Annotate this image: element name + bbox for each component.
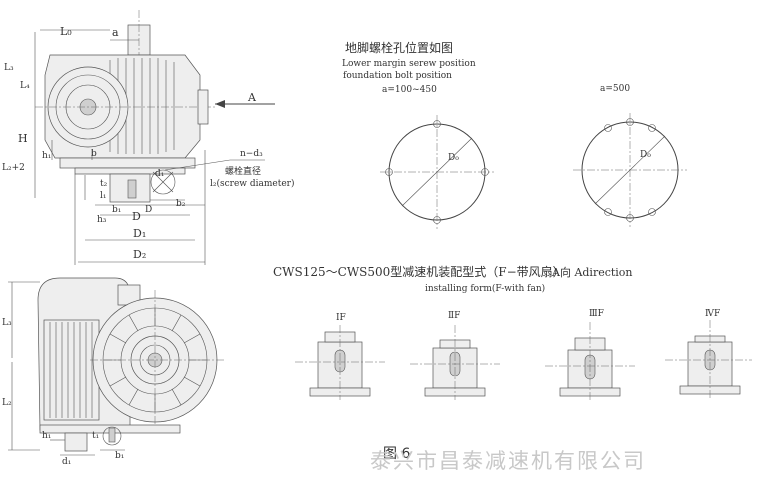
dim-h: H	[18, 132, 28, 145]
bottom-dim-b1: b₁	[115, 451, 124, 461]
callout-nd: n−d₃	[240, 149, 263, 159]
figure-label: 图 6	[383, 446, 410, 462]
bolt-left-label: a=100~450	[382, 85, 437, 95]
dim-l0: L₀	[60, 25, 72, 38]
form-label-4: ⅣF	[705, 309, 720, 319]
assembly-form-1	[295, 325, 385, 400]
form-label-2: ⅡF	[448, 311, 460, 321]
bolt-title-en2: foundation bolt position	[343, 71, 452, 81]
dim-d1-small: d₁	[155, 169, 164, 179]
assembly-form-4	[665, 320, 752, 400]
dim-D2: D₂	[133, 248, 146, 261]
callout-en: l₂(screw diameter)	[210, 178, 294, 189]
bottom-dim-l2: L₂	[2, 398, 12, 408]
bottom-dim-l3: L₃	[2, 318, 12, 328]
bolt-right-label: a=500	[600, 84, 630, 94]
dim-b2: b₂	[176, 199, 186, 209]
assembly-direction: A向 Adirection	[551, 265, 633, 279]
bolt-left-dim: D₀	[448, 153, 459, 163]
dim-D1: D₁	[133, 227, 146, 240]
bolt-position-right	[573, 113, 687, 227]
top-reducer-drawing	[34, 10, 275, 265]
form-label-1: ⅠF	[336, 313, 346, 323]
bolt-title-en1: Lower margin serew position	[342, 59, 476, 69]
bottom-dim-d1: d₁	[62, 457, 71, 467]
dim-b: b	[91, 149, 97, 159]
assembly-form-3	[545, 322, 635, 400]
dim-h3: h₃	[97, 215, 107, 225]
assembly-subtitle: installing form(F-with fan)	[425, 283, 545, 294]
dim-D: D	[132, 210, 141, 223]
bottom-dim-h1: h₁	[42, 431, 51, 441]
dim-a: a	[112, 26, 119, 39]
arrow-a-label: A	[247, 91, 257, 104]
dim-l2-plus-2: L₂+2	[2, 163, 25, 173]
callout-cn: 螺栓直径	[225, 165, 261, 177]
bottom-dim-t1: t₁	[92, 431, 99, 441]
company-watermark: 泰兴市昌泰减速机有限公司	[370, 449, 646, 473]
assembly-title-cn: CWS125～CWS500型减速机装配型式（F−带风扇）	[273, 264, 565, 279]
bolt-title-cn: 地脚螺栓孔位置如图	[345, 40, 453, 55]
bolt-right-dim: D₀	[640, 150, 651, 160]
dim-l3: L₃	[4, 63, 14, 73]
dim-l1: l₁	[100, 191, 107, 201]
bolt-position-left	[380, 115, 494, 229]
dim-d: D	[145, 205, 152, 215]
bottom-reducer-drawing	[8, 277, 225, 456]
dim-b1: b₁	[112, 205, 121, 215]
form-label-3: ⅢF	[589, 309, 604, 319]
dim-t2: t₂	[100, 179, 108, 189]
assembly-form-2	[410, 325, 500, 400]
dim-h1: h₁	[42, 151, 51, 161]
dim-l4: L₄	[20, 81, 30, 91]
